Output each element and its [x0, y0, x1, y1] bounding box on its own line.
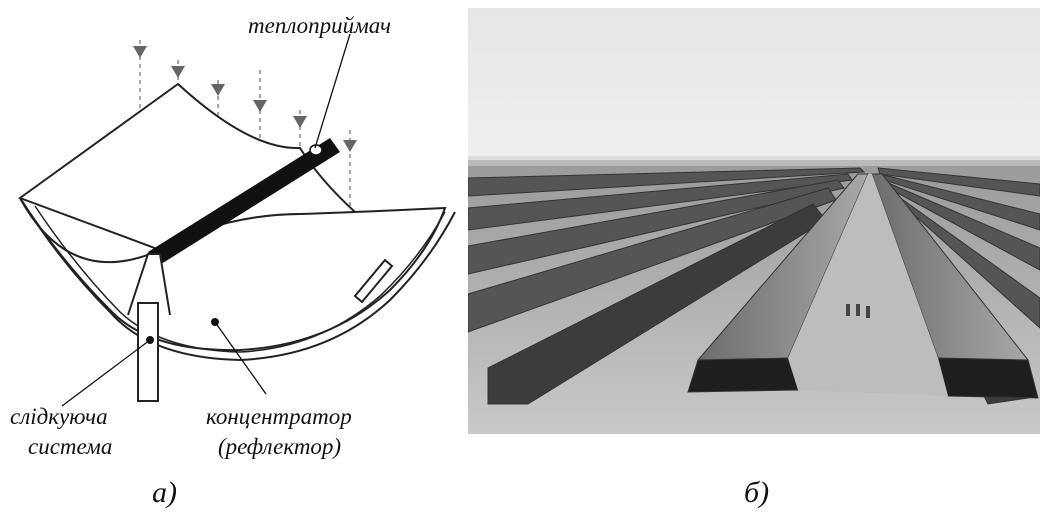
solar-field-photo — [468, 8, 1040, 434]
receiver-label: теплоприймач — [248, 13, 391, 38]
tracking-system-label-line1: слідкуюча — [10, 404, 108, 429]
mirror-rows-center — [687, 173, 1039, 399]
caption-b: б) — [744, 476, 770, 509]
concentrator-label-line2: (рефлектор) — [218, 434, 342, 459]
concentrator-label-line1: концентратор — [206, 404, 352, 429]
parabolic-trough-diagram — [17, 33, 456, 407]
leader-lines — [61, 33, 351, 407]
mirror-rows-left — [468, 167, 866, 405]
caption-a: а) — [152, 476, 177, 509]
people-figures — [846, 304, 870, 318]
tracking-system-label-line2: система — [28, 434, 113, 459]
support-frame — [127, 253, 171, 402]
concentrator-mirror — [17, 82, 456, 362]
